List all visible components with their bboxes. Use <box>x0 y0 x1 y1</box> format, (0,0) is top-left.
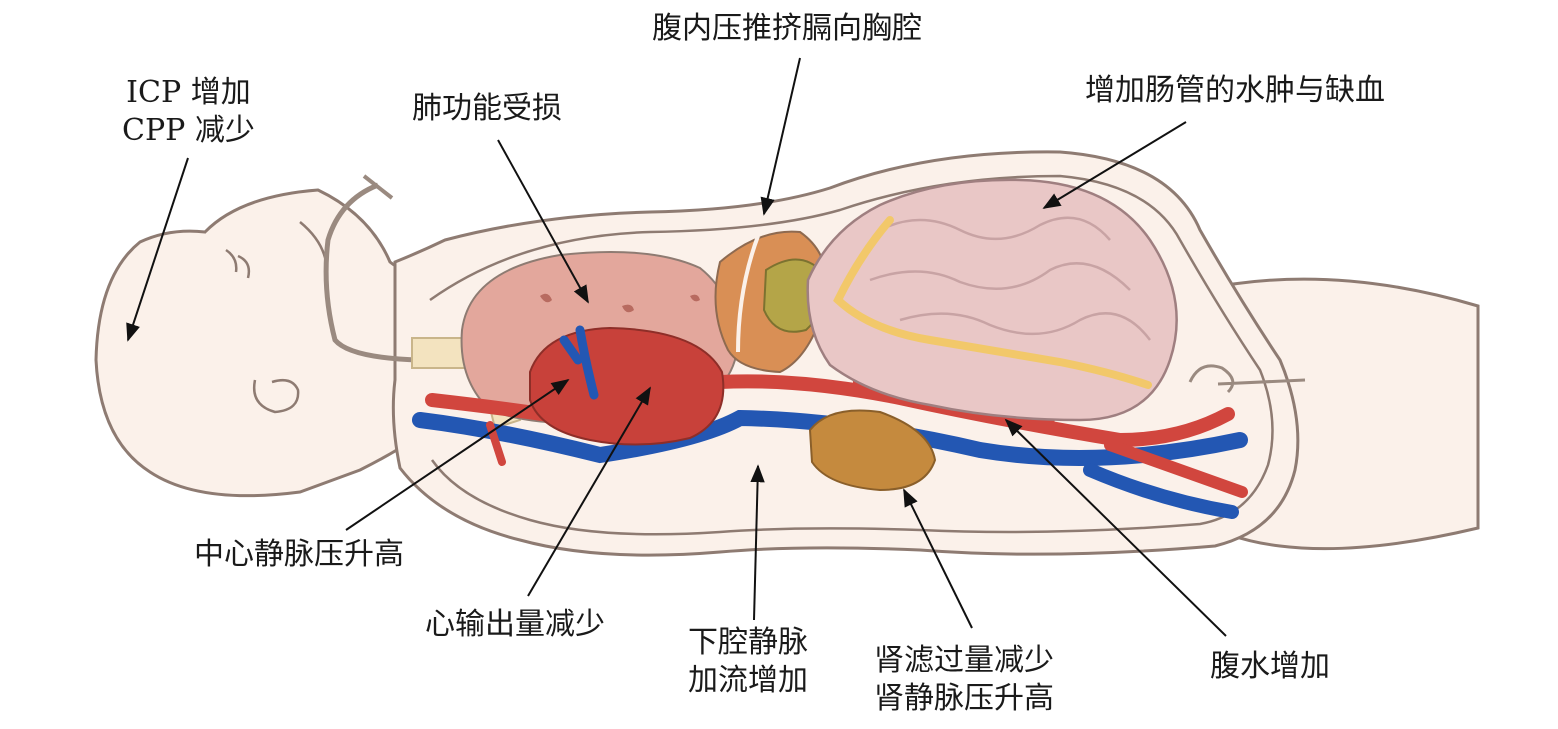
label-diaphragm-text: 腹内压推挤膈向胸腔 <box>652 11 922 46</box>
label-cardiac-output: 心输出量减少 <box>425 606 605 644</box>
label-lung: 肺功能受损 <box>412 90 562 128</box>
label-bowel: 增加肠管的水肿与缺血 <box>1085 72 1385 110</box>
eye-brow <box>225 248 251 279</box>
label-lung-text: 肺功能受损 <box>412 91 562 126</box>
arrow-bowel <box>1042 121 1187 209</box>
urinary-catheter <box>1188 364 1306 394</box>
heart-vessel <box>559 325 599 400</box>
arrow-icp <box>126 157 189 342</box>
arrow-ascites <box>1004 418 1227 637</box>
arrow-renal <box>903 488 973 629</box>
label-ivc-line2: 加流增加 <box>688 663 808 698</box>
arrow-cvp <box>345 378 570 531</box>
arrow-diaphragm <box>760 57 801 216</box>
arrow-lung <box>497 139 589 304</box>
label-icp-line1: ICP 增加 <box>126 75 251 110</box>
vena-cava-branch <box>1083 463 1239 519</box>
diaphragm-edge <box>736 235 760 353</box>
label-ivc-line1: 下腔静脉 <box>688 625 808 660</box>
kidney <box>808 409 937 492</box>
torso-inner-outline <box>429 174 1274 536</box>
arrow-cardiac <box>527 386 651 597</box>
intestines <box>806 178 1178 422</box>
label-cvp: 中心静脉压升高 <box>194 536 404 574</box>
label-renal-line1: 肾滤过量减少 <box>874 643 1054 678</box>
label-ascites: 腹水增加 <box>1210 648 1330 686</box>
ear <box>252 379 300 414</box>
leader-arrows <box>126 57 1227 637</box>
label-bowel-text: 增加肠管的水肿与缺血 <box>1085 73 1385 108</box>
label-icp-line2: CPP 减少 <box>122 113 255 148</box>
label-ascites-text: 腹水增加 <box>1210 649 1330 684</box>
tube-connector <box>362 174 394 200</box>
label-diaphragm: 腹内压推挤膈向胸腔 <box>652 10 922 48</box>
arrow-ivc <box>750 464 765 621</box>
label-renal: 肾滤过量减少 肾静脉压升高 <box>874 642 1054 718</box>
mesentery <box>833 216 1152 389</box>
label-ivc: 下腔静脉 加流增加 <box>688 624 808 700</box>
vena-cava <box>412 409 1248 466</box>
intestine-folds <box>869 216 1151 341</box>
label-cardiac-output-text: 心输出量减少 <box>425 607 605 642</box>
label-renal-line2: 肾静脉压升高 <box>874 681 1054 716</box>
aorta-branch <box>1104 439 1248 498</box>
label-icp: ICP 增加 CPP 减少 <box>122 74 255 150</box>
endotracheal-tube <box>323 182 421 363</box>
head <box>94 188 442 498</box>
label-cvp-text: 中心静脉压升高 <box>194 537 404 572</box>
